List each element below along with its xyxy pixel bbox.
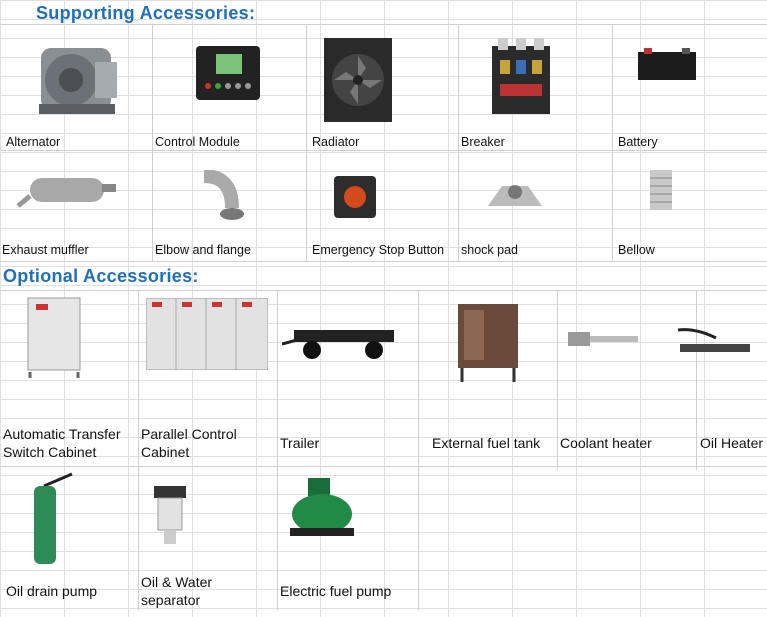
label-radiator: Radiator [312, 135, 360, 149]
battery-image [638, 48, 696, 80]
label-bellow: Bellow [618, 243, 655, 257]
label-external-fuel-tank: External fuel tank [432, 435, 541, 451]
radiator-image [322, 36, 394, 124]
trailer-image [281, 314, 404, 368]
label-trailer: Trailer [280, 435, 320, 451]
coolant-heater-image [566, 326, 640, 354]
label-shock-pad: shock pad [461, 243, 518, 257]
oil-drain-pump-image [28, 472, 76, 568]
bellow-image [646, 168, 676, 212]
oil-heater-image [676, 326, 756, 360]
supporting-heading: Supporting Accessories: [36, 3, 256, 23]
oil-water-separator-image [150, 484, 190, 546]
label-exhaust-muffler: Exhaust muffler [2, 243, 89, 257]
label-control-module: Control Module [155, 135, 240, 149]
elbow-flange-image [198, 169, 246, 222]
emergency-stop-image [334, 176, 376, 218]
optional-heading: Optional Accessories: [3, 266, 199, 286]
alternator-image [35, 42, 119, 117]
label-alternator: Alternator [6, 135, 61, 149]
label-oil-water-separator: Oil & Water separator [141, 574, 213, 608]
breaker-image [490, 38, 552, 118]
label-breaker: Breaker [461, 135, 505, 149]
label-oil-heater: Oil Heater [700, 435, 764, 451]
label-elbow-flange: Elbow and flange [155, 243, 251, 257]
label-battery: Battery [618, 135, 658, 149]
label-parallel-control-cabinet: Parallel Control Cabinet [141, 426, 237, 460]
label-emergency-stop: Emergency Stop Button [312, 243, 445, 257]
label-coolant-heater: Coolant heater [560, 435, 652, 451]
label-oil-drain-pump: Oil drain pump [6, 583, 98, 599]
transfer-switch-cabinet-image [26, 296, 84, 378]
parallel-control-cabinet-image [145, 297, 269, 371]
label-electric-fuel-pump: Electric fuel pump [280, 583, 392, 599]
control-module-image [196, 46, 260, 100]
shock-pad-image [482, 176, 548, 214]
fuel-tank-image [454, 300, 522, 382]
label-transfer-switch-cabinet: Automatic Transfer Switch Cabinet [3, 426, 121, 460]
electric-fuel-pump-image [288, 478, 368, 540]
exhaust-muffler-image [16, 170, 118, 210]
